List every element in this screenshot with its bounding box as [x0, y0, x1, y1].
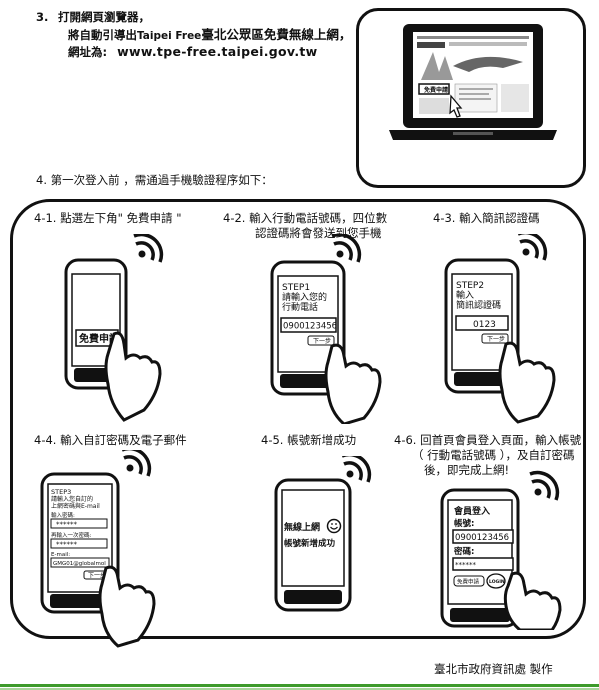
laptop-illustration: 免費申請 — [389, 24, 557, 140]
wifi-icon — [133, 234, 164, 263]
step3-line2-prefix: 將自動引導出 — [68, 28, 137, 42]
substep-4-4-label: 4-4. 輸入自訂密碼及電子郵件 — [34, 433, 187, 447]
svg-text:帳號:: 帳號: — [454, 518, 474, 529]
svg-text:會員登入: 會員登入 — [454, 505, 490, 517]
svg-text:******: ****** — [56, 521, 78, 529]
footer-green-bar — [0, 684, 599, 687]
substep-4-6-label-2: （ 行動電話號碼 ），及自訂密碼 — [412, 448, 575, 462]
svg-text:STEP2: STEP2 — [456, 281, 484, 291]
footer-green-bar-light — [0, 688, 599, 690]
svg-text:STEP3: STEP3 — [51, 488, 71, 496]
svg-text:LOGIN: LOGIN — [489, 579, 505, 585]
svg-text:帳號新增成功: 帳號新增成功 — [284, 538, 336, 549]
phone-4-1: 免費申請 — [64, 234, 164, 422]
svg-text:免費申請: 免費申請 — [424, 86, 448, 94]
svg-text:下一步: 下一步 — [88, 572, 106, 580]
wifi-icon — [342, 456, 372, 483]
sms-code-input: 0123 — [473, 320, 496, 330]
substep-4-3-label: 4-3. 輸入簡訊認證碼 — [433, 211, 540, 225]
step3-number: 3. — [36, 10, 49, 24]
svg-text:GMG01@globalmol: GMG01@globalmol — [53, 561, 106, 567]
step3-brand: Taipei Free — [137, 30, 202, 42]
svg-text:輸入: 輸入 — [456, 289, 474, 301]
wifi-icon — [331, 234, 362, 263]
svg-text:請輸入您的: 請輸入您的 — [282, 291, 327, 303]
svg-text:行動電話: 行動電話 — [282, 301, 318, 313]
phone-4-4: STEP3 請輸入您自訂的 上網密碼與E-mail 輸入密碼: ****** 再… — [40, 450, 156, 648]
step3-url: www.tpe-free.taipei.gov.tw — [117, 44, 318, 59]
free-apply-button-label: 免費申請 — [79, 332, 119, 345]
phone-4-3: STEP2 輸入 簡訊認證碼 0123 下一步 — [444, 234, 556, 424]
step3-url-label: 網址為: — [68, 45, 108, 59]
svg-text:下一步: 下一步 — [313, 337, 331, 345]
svg-text:再輸入一次密碼:: 再輸入一次密碼: — [51, 531, 92, 539]
phone-4-6: 會員登入 帳號: 0900123456 密碼: ****** 免費申請 LOGI… — [440, 470, 562, 630]
svg-text:下一步: 下一步 — [487, 335, 505, 343]
substep-4-2-label-1: 4-2. 輸入行動電話號碼，四位數 — [223, 211, 388, 225]
wifi-icon — [529, 470, 560, 501]
svg-text:輸入密碼:: 輸入密碼: — [51, 511, 75, 519]
phone-4-2: STEP1 請輸入您的 行動電話 0900123456 下一步 — [270, 234, 382, 424]
svg-text:0900123456: 0900123456 — [455, 533, 509, 543]
step3-line3: 網址為: www.tpe-free.taipei.gov.tw — [68, 44, 318, 60]
phone-number-input: 0900123456 — [283, 322, 337, 332]
wifi-icon — [518, 234, 548, 261]
substep-4-6-label-1: 4-6. 回首頁會員登入頁面，輸入帳號 — [394, 433, 582, 447]
footer-credit: 臺北市政府資訊處 製作 — [434, 662, 553, 676]
substep-4-1-label: 4-1. 點選左下角" 免費申請 " — [34, 211, 182, 225]
substep-4-6-label-3: 後，即完成上網! — [424, 463, 510, 477]
svg-text:無線上網: 無線上網 — [284, 521, 320, 533]
svg-text:E-mail:: E-mail: — [51, 552, 70, 558]
step3-line2-suffix: 臺北公眾區免費無線上網， — [201, 27, 352, 42]
svg-text:免費申請: 免費申請 — [457, 578, 480, 586]
step3-line2: 將自動引導出Taipei Free臺北公眾區免費無線上網， — [68, 27, 351, 44]
svg-text:******: ****** — [56, 541, 78, 549]
wifi-icon — [122, 450, 152, 477]
substep-4-5-label: 4-5. 帳號新增成功 — [261, 433, 357, 447]
smiley-icon — [326, 518, 342, 534]
step3-line1: 打開網頁瀏覽器， — [58, 10, 150, 24]
svg-text:******: ****** — [455, 561, 477, 569]
svg-text:密碼:: 密碼: — [453, 546, 474, 557]
svg-text:簡訊認證碼: 簡訊認證碼 — [456, 299, 501, 311]
svg-text:請輸入您自訂的: 請輸入您自訂的 — [51, 495, 93, 503]
svg-text:上網密碼與E-mail: 上網密碼與E-mail — [51, 502, 100, 510]
svg-text:STEP1: STEP1 — [282, 283, 310, 293]
step4-heading: 4. 第一次登入前 ，需通過手機驗證程序如下： — [36, 173, 273, 187]
phone-4-5: 無線上網 帳號新增成功 — [274, 456, 372, 612]
